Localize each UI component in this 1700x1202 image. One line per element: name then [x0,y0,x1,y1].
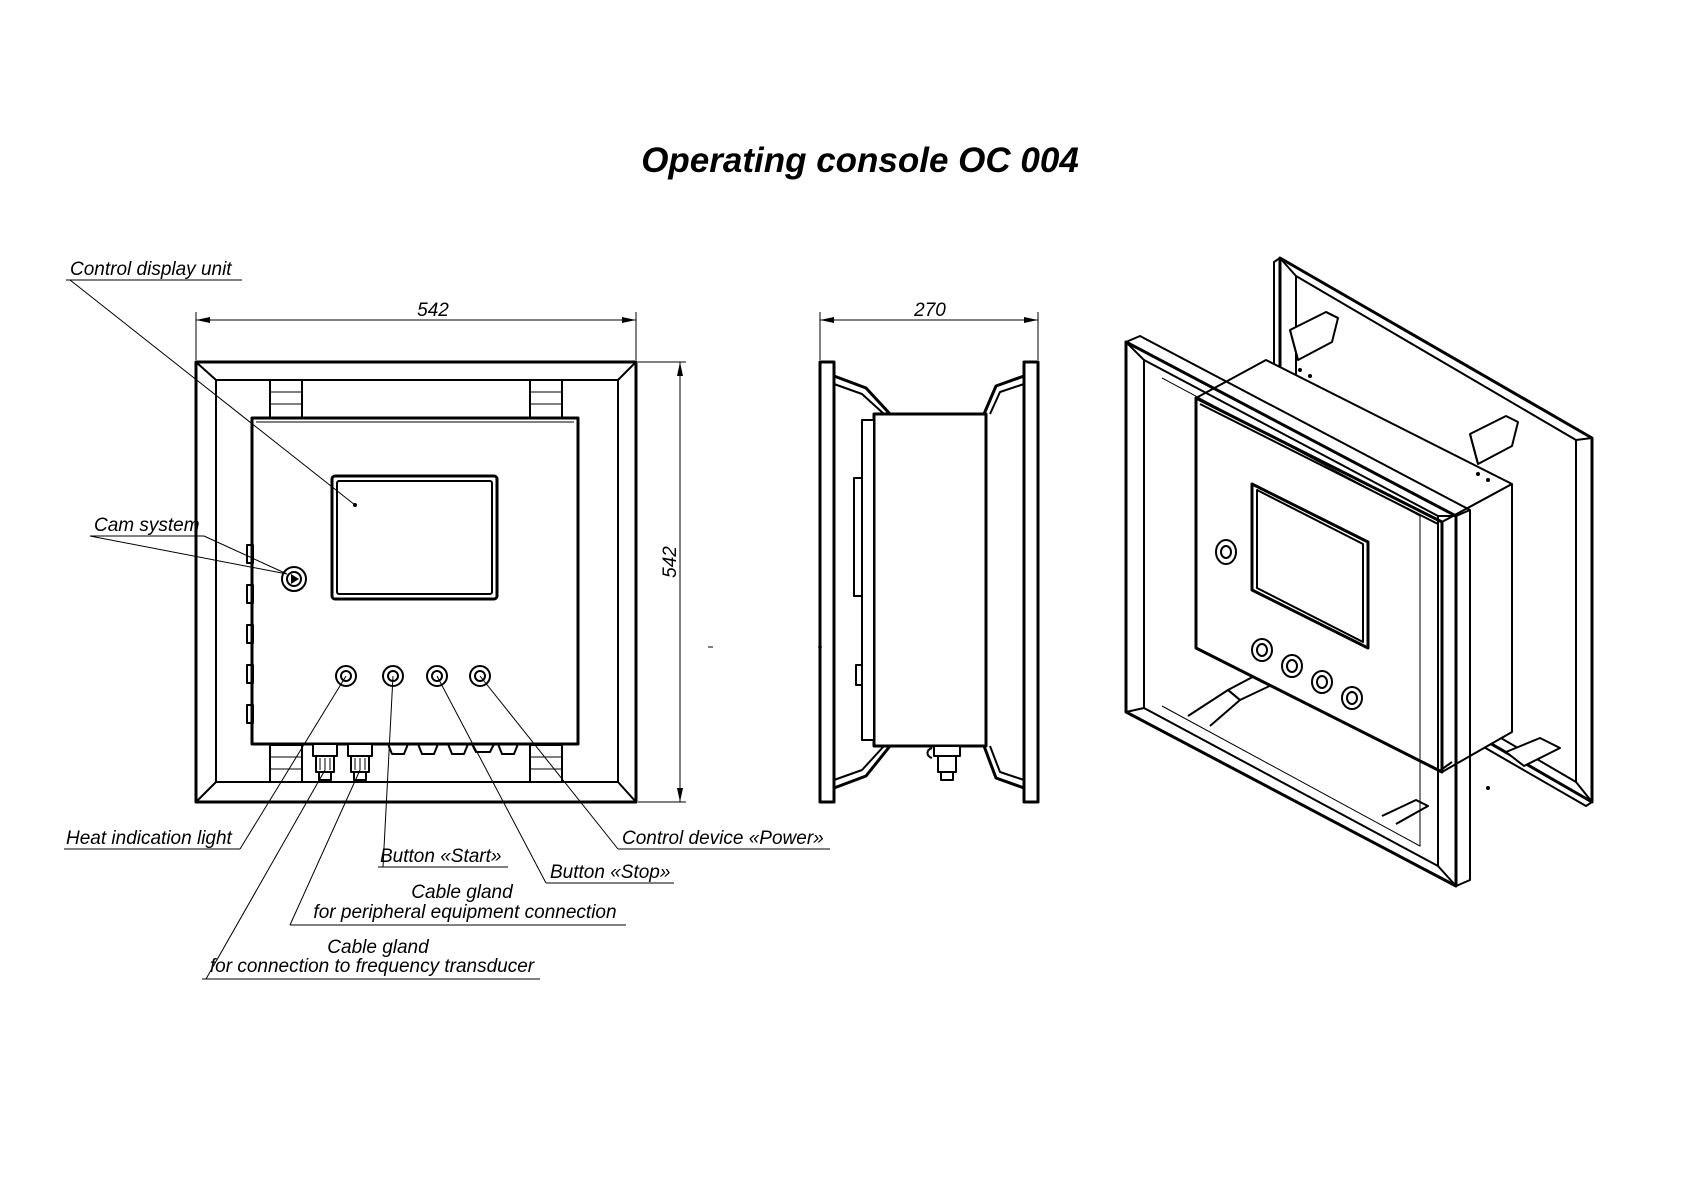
front-width-dimension: 542 [195,300,637,360]
drawing-title: Operating console OC 004 [641,141,1079,180]
svg-text:Cable gland: Cable gland [411,882,514,903]
top-right-bracket [529,379,563,421]
cam-lock-icon [281,566,307,592]
stop-button-icon [426,665,448,687]
callout-button-stop: Button «Stop» [436,675,674,884]
side-enclosure-body [872,412,988,748]
svg-text:Control display unit: Control display unit [70,259,232,280]
callout-cam-system: Cam system [89,515,288,575]
svg-text:542: 542 [417,300,449,321]
cable-gland-icon [312,743,338,781]
front-frame-outer [194,360,638,804]
callout-control-device-power: Control device «Power» [479,675,830,850]
svg-text:for peripheral equipment conne: for peripheral equipment connection [313,902,616,923]
callout-button-start: Button «Start» [378,675,508,868]
svg-text:Cable gland: Cable gland [327,937,430,958]
door-hinges [246,544,254,724]
svg-text:270: 270 [913,300,946,321]
svg-text:Button «Stop»: Button «Stop» [550,862,670,883]
svg-text:Control device «Power»: Control device «Power» [622,828,824,849]
side-door [861,419,875,741]
control-display-unit [330,474,499,601]
side-flange-right [1022,360,1040,804]
callout-cable-gland-frequency: Cable gland for connection to frequency … [202,769,540,980]
svg-text:for connection to frequency tr: for connection to frequency transducer [210,956,535,977]
svg-text:542: 542 [660,546,681,578]
power-switch-icon [469,665,491,687]
side-depth-dimension: 270 [819,300,1039,360]
isometric-view [1124,256,1594,888]
side-flange-left [818,360,836,804]
iso-buttons [1251,638,1363,710]
front-view [194,360,638,804]
callout-control-display-unit: Control display unit [66,259,356,506]
callout-cable-gland-peripheral: Cable gland for peripheral equipment con… [289,769,626,926]
indicator-light-icon [335,665,357,687]
svg-text:Cam system: Cam system [94,515,200,536]
iso-display [1250,482,1370,650]
small-cable-glands [387,743,519,755]
bottom-left-bracket [269,744,303,783]
cable-gland-peripheral [347,743,373,781]
top-left-bracket [269,379,303,421]
svg-text:Button «Start»: Button «Start» [380,846,501,867]
svg-text:Heat indication light: Heat indication light [66,828,233,849]
side-view [818,360,1040,804]
front-frame-inner [215,379,619,783]
bottom-right-bracket [529,744,563,783]
callout-heat-indication-light: Heat indication light [64,675,347,850]
front-height-dimension: 542 [638,361,686,803]
